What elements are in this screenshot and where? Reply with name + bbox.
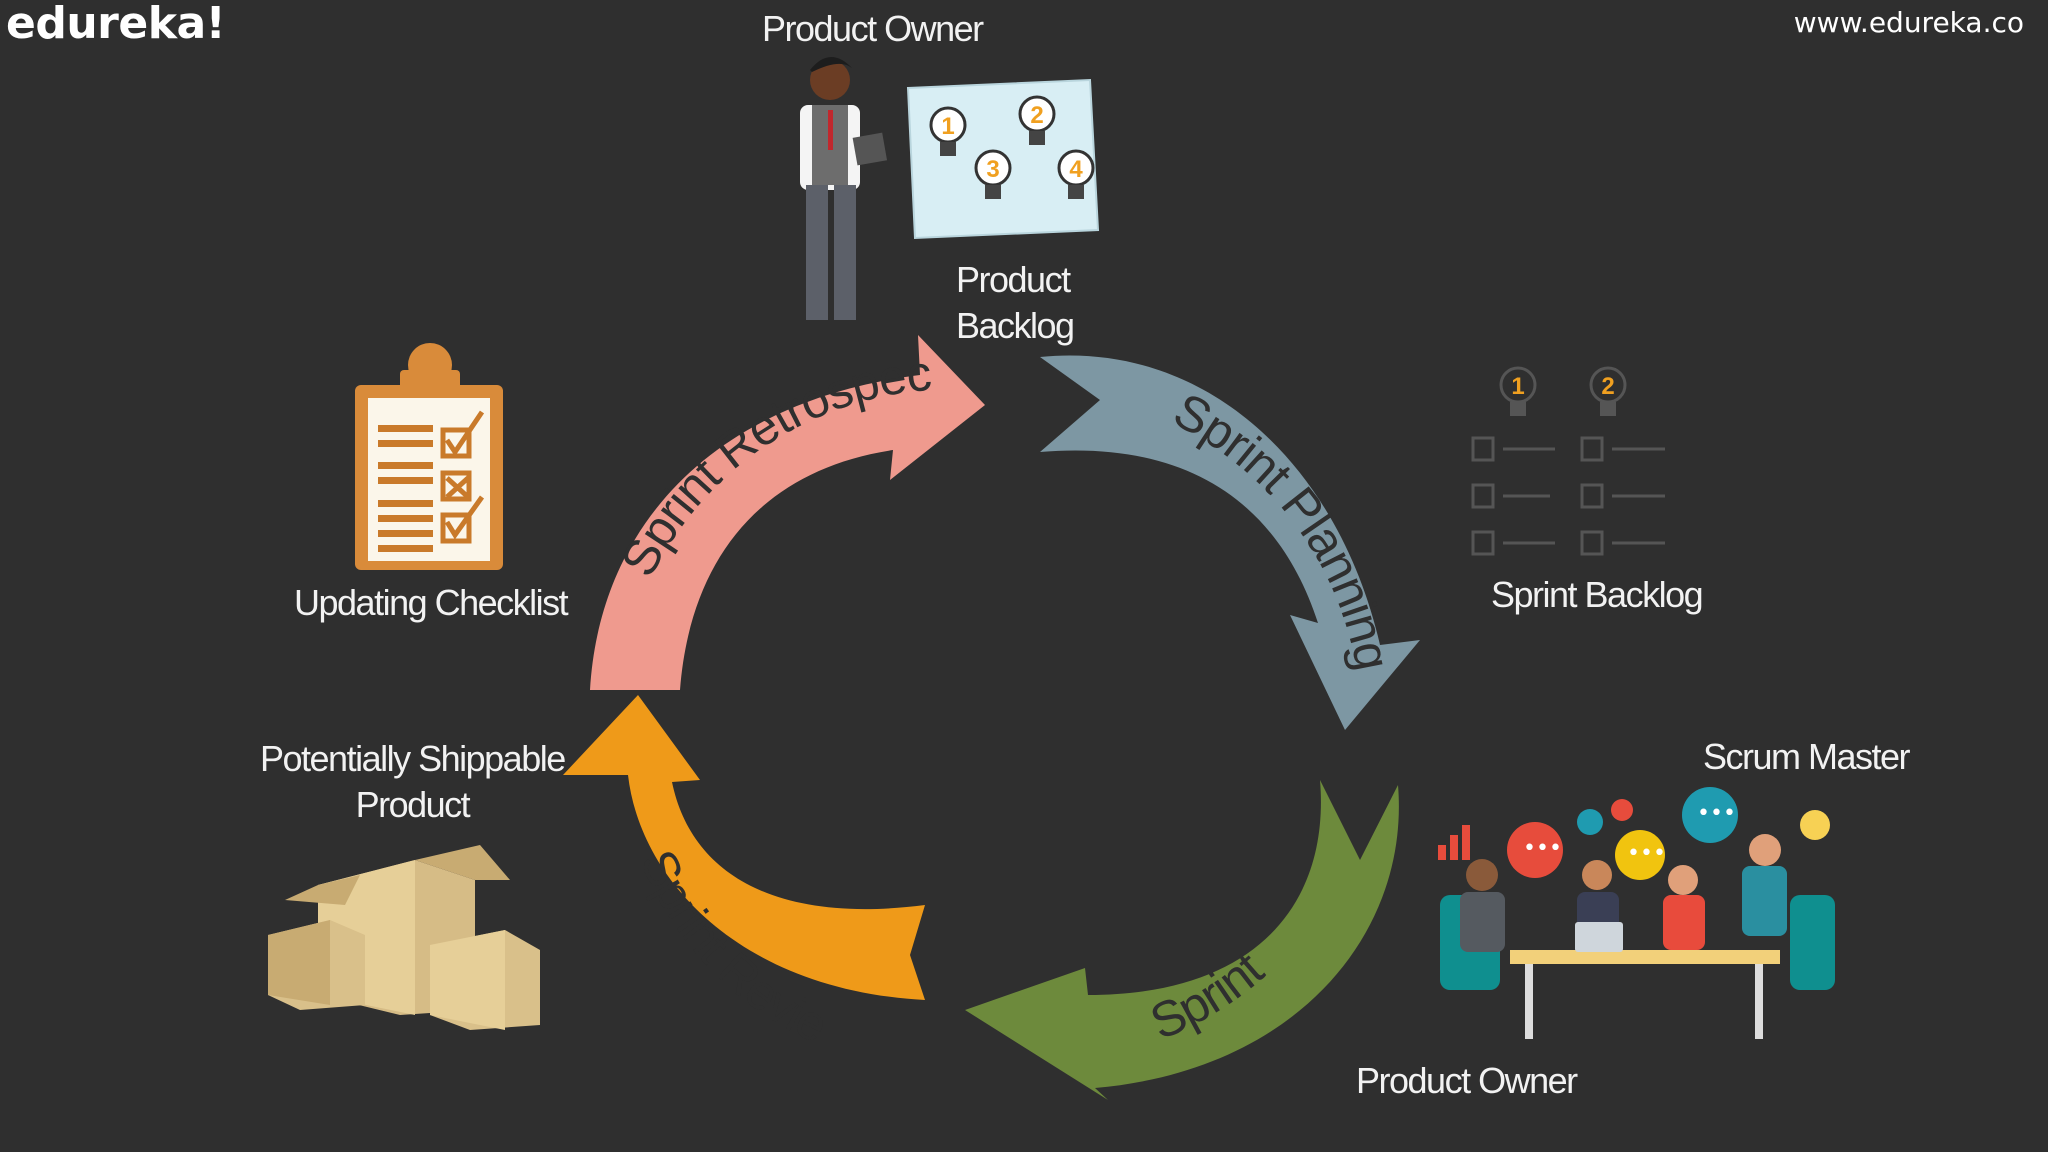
brand-logo: edureka!: [6, 0, 226, 49]
bulb-base: [1068, 185, 1084, 199]
backlog-bulb-1: 1: [929, 106, 967, 156]
updating-checklist-label: Updating Checklist: [294, 582, 569, 623]
bulb-base: [985, 185, 1001, 199]
product-owner-top-label: Product Owner: [762, 8, 984, 49]
scrum-master-label: Scrum Master: [1703, 736, 1911, 777]
team-meeting-illustration: ••• ••• •••: [1438, 787, 1835, 1039]
shippable-line2: Product: [355, 784, 471, 825]
bulb-number: 1: [941, 113, 954, 140]
site-url: www.edureka.co: [1793, 6, 2024, 39]
bulb-number: 4: [1069, 156, 1083, 183]
sprint-backlog-bulb-1: 1: [1499, 366, 1537, 416]
svg-text:•••: •••: [1627, 841, 1666, 866]
backlog-bulb-3: 3: [974, 149, 1012, 199]
backlog-bulb-2: 2: [1018, 95, 1056, 145]
sprint-planning-arrow: [1040, 355, 1420, 730]
bulb-number: 1: [1511, 373, 1524, 400]
product-backlog-label: Product Backlog: [956, 257, 1075, 349]
shippable-product-label: Potentially Shippable Product: [260, 736, 566, 828]
backlog-bulbs: 1 2 3 4: [929, 95, 1095, 199]
sprint-review-arrow: [563, 695, 925, 1000]
bulb-number: 3: [986, 156, 999, 183]
sprint-arrow: [965, 780, 1399, 1100]
bulb-number: 2: [1601, 373, 1614, 400]
product-backlog-line2: Backlog: [956, 305, 1075, 346]
checklist-icon: [355, 343, 503, 570]
sprint-backlog-label: Sprint Backlog: [1491, 574, 1704, 615]
backlog-bulb-4: 4: [1057, 149, 1095, 199]
shippable-boxes-icon: [268, 845, 540, 1030]
bulb-number: 2: [1030, 102, 1043, 129]
svg-text:•••: •••: [1523, 836, 1562, 861]
bulb-base: [1600, 402, 1616, 416]
sprint-backlog-bulb-2: 2: [1589, 366, 1627, 416]
sprint-retrospective-arrow: [590, 335, 985, 690]
bulb-base: [940, 142, 956, 156]
sprint-backlog-list: [1471, 436, 1665, 556]
product-backlog-line1: Product: [956, 259, 1071, 300]
bulb-base: [1029, 131, 1045, 145]
bulb-base: [1510, 402, 1526, 416]
product-owner-bottom-label: Product Owner: [1356, 1060, 1578, 1101]
shippable-line1: Potentially Shippable: [260, 738, 566, 779]
product-owner-figure: [800, 56, 888, 320]
svg-text:•••: •••: [1697, 801, 1736, 826]
